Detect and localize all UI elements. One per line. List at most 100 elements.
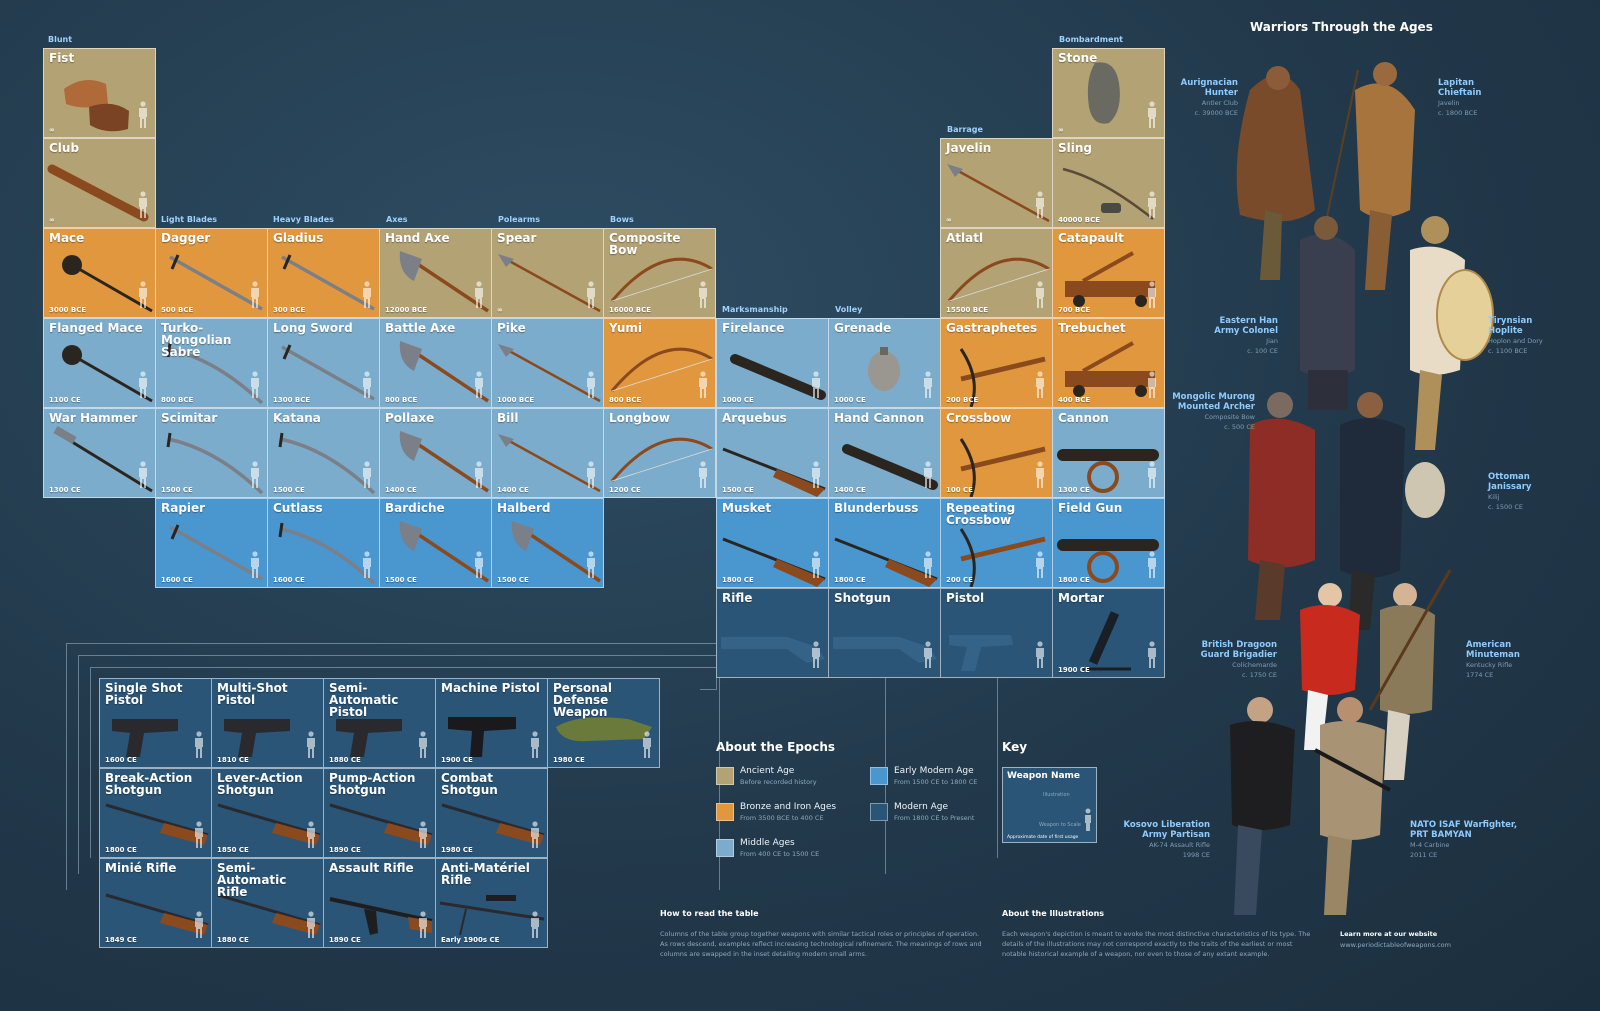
weapon-date: 200 CE: [946, 576, 973, 584]
weapon-cell-javelin[interactable]: Javelin∞: [940, 138, 1053, 228]
human-scale-icon: [363, 551, 371, 578]
weapon-date: 1500 CE: [385, 576, 417, 584]
weapon-cell-crossbow[interactable]: Crossbow 100 CE: [940, 408, 1053, 498]
pistol-illustration-icon: [224, 719, 290, 757]
weapon-name: Grenade: [834, 321, 892, 335]
key-title: Key: [1002, 740, 1028, 754]
weapon-name: Rifle: [722, 591, 753, 605]
warriors-title: Warriors Through the Ages: [1250, 20, 1433, 34]
spear-illustration-icon: [498, 254, 601, 313]
warrior-date: 1998 CE: [1182, 851, 1210, 859]
website-link[interactable]: www.periodictableofweapons.com: [1340, 941, 1451, 949]
weapon-name: Shotgun: [834, 591, 891, 605]
warrior-figure-kosovo: [1230, 697, 1295, 915]
weapon-date: 1800 CE: [105, 846, 137, 854]
human-scale-icon: [1036, 551, 1044, 578]
how-to-title: How to read the table: [660, 909, 759, 918]
weapon-cell-shotgun[interactable]: Shotgun: [828, 588, 941, 678]
mortar-illustration-icon: [1083, 611, 1131, 671]
weapon-date: 1000 BCE: [497, 396, 535, 404]
weapon-date: 1300 CE: [1058, 486, 1090, 494]
weapon-date: 800 BCE: [161, 396, 194, 404]
weapon-cell-club[interactable]: Club∞: [43, 138, 156, 228]
bow-illustration-icon: [610, 257, 713, 302]
epoch-label: Middle Ages: [740, 838, 795, 848]
weapon-cell-rifle[interactable]: Rifle: [716, 588, 829, 678]
human-scale-icon: [139, 191, 147, 218]
human-scale-icon: [139, 461, 147, 488]
weapon-name: Turko-Mongolian Sabre: [161, 321, 232, 359]
warrior-date: c. 39000 BCE: [1194, 109, 1238, 117]
human-scale-icon: [419, 821, 427, 848]
group-label-marksmanship: Marksmanship: [722, 305, 788, 314]
epoch-range: Before recorded history: [740, 778, 817, 786]
crossbow-illustration-icon: [959, 438, 1046, 497]
warrior-name: Eastern Han Army Colonel: [1214, 316, 1278, 336]
warrior-weapon: Javelin: [1438, 99, 1460, 107]
weapon-cell-fist[interactable]: Fist∞: [43, 48, 156, 138]
weapon-cell-pistol[interactable]: Pistol: [940, 588, 1053, 678]
weapon-cell-stone[interactable]: Stone∞: [1052, 48, 1165, 138]
epoch-label: Ancient Age: [740, 766, 795, 776]
weapon-date: 100 CE: [946, 486, 973, 494]
weapon-cell-turko-mongolian-sabre[interactable]: Turko-Mongolian Sabre 800 BCE: [155, 318, 268, 408]
weapon-name: Single Shot Pistol: [105, 681, 183, 707]
gun-illustration-icon: [722, 447, 826, 497]
weapon-name: Crossbow: [946, 411, 1012, 425]
weapon-date: 1400 CE: [497, 486, 529, 494]
weapon-date: 800 BCE: [385, 396, 418, 404]
warrior-name: NATO ISAF Warfighter, PRT BAMYAN: [1410, 820, 1518, 840]
human-scale-icon: [924, 461, 932, 488]
human-scale-icon: [1036, 191, 1044, 218]
weapon-cell-spear[interactable]: Spear∞: [491, 228, 604, 318]
